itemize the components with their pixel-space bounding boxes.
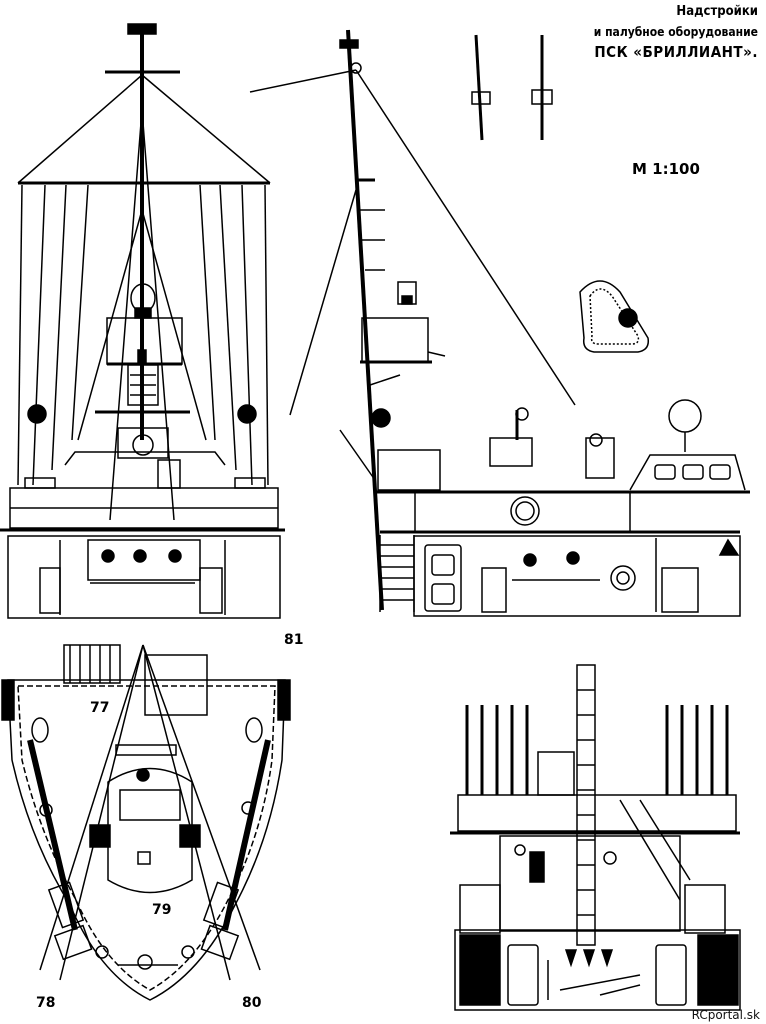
callout-79: 79 <box>152 902 172 918</box>
title-line-1: Надстройки <box>676 4 758 19</box>
scale-label: М 1:100 <box>632 160 700 178</box>
drawing-title: Надстройки и палубное оборудование ПСК «… <box>594 2 758 62</box>
side-view <box>250 30 750 616</box>
rear-view <box>450 665 740 1010</box>
callout-80: 80 <box>242 995 262 1011</box>
credit-text: RCportal.sk <box>691 1008 760 1022</box>
front-view <box>0 24 285 618</box>
detail-masthead-lights <box>472 35 552 140</box>
title-line-2: и палубное оборудование <box>593 25 758 39</box>
title-line-3: ПСК «БРИЛЛИАНТ». <box>594 43 758 61</box>
callout-81: 81 <box>284 632 304 648</box>
detail-hatch <box>580 281 648 352</box>
callout-78: 78 <box>36 995 56 1011</box>
callout-77: 77 <box>90 700 110 716</box>
plan-view <box>2 645 290 1000</box>
